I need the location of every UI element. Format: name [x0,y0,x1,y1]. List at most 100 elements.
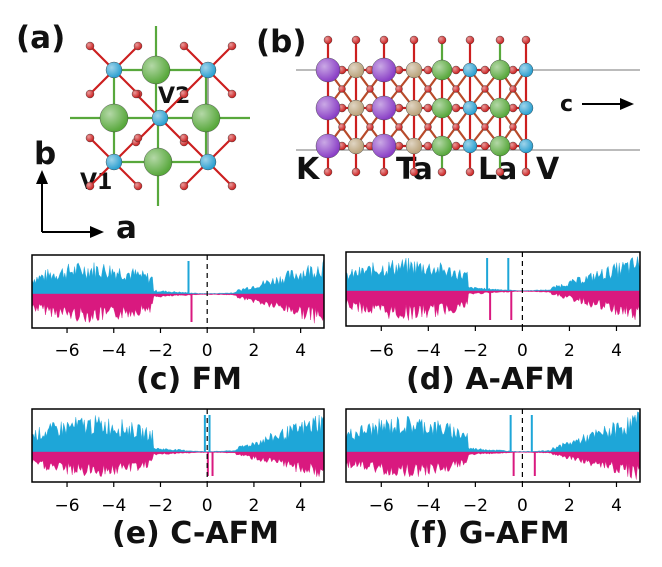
v-atom [462,100,478,116]
oxygen-atom [452,85,460,93]
spin-up-dos [31,414,325,453]
la-atom [141,55,171,85]
oxygen-atom [451,65,461,75]
oxygen-atom [437,35,447,45]
la-atom [431,59,453,81]
x-tick-label: 0 [517,341,528,361]
oxygen-atom [423,141,433,151]
oxygen-atom [227,133,237,143]
oxygen-atom [395,85,403,93]
oxygen-atom [85,41,95,51]
oxygen-atom [508,103,518,113]
oxygen-atom [465,167,475,177]
ta-atom [405,137,423,155]
oxygen-atom [495,167,505,177]
oxygen-atom [379,167,389,177]
oxygen-atom [437,167,447,177]
oxygen-atom [85,181,95,191]
oxygen-atom [424,123,432,131]
caption-g-afm: (f) G-AFM [408,516,570,551]
element-label-v: V [536,152,560,187]
oxygen-atom [509,85,517,93]
oxygen-atom [394,65,404,75]
plot-frame [31,408,325,483]
oxygen-atom [85,133,95,143]
v-atom [151,109,169,127]
x-tick-label: 2 [564,496,575,516]
x-tick-label: −6 [369,341,394,361]
x-tick-label: −6 [369,496,394,516]
oxygen-atom [366,85,374,93]
la-atom [99,103,129,133]
oxygen-atom [452,123,460,131]
x-tick-label: 0 [202,341,213,361]
oxygen-atom [521,167,531,177]
oxygen-atom [323,167,333,177]
spin-down-dos [31,293,325,324]
oxygen-atom [131,89,141,99]
x-tick-label: −4 [416,341,441,361]
oxygen-atom [351,35,361,45]
x-tick-label: −4 [416,496,441,516]
la-atom [191,103,221,133]
oxygen-atom [481,85,489,93]
x-tick-label: −4 [101,341,126,361]
oxygen-atom [366,123,374,131]
oxygen-atom [423,103,433,113]
x-tick-label: 0 [202,496,213,516]
oxygen-atom [409,35,419,45]
v-atom [518,62,534,78]
oxygen-atom [424,85,432,93]
v-atom [462,138,478,154]
k-atom [315,57,341,83]
oxygen-atom [508,65,518,75]
axis-b-label: b [34,136,57,172]
oxygen-atom [179,181,189,191]
oxygen-atom [394,103,404,113]
oxygen-atom [227,89,237,99]
oxygen-atom [379,35,389,45]
la-atom [431,97,453,119]
k-atom [315,95,341,121]
axis-a-label: a [116,210,137,246]
structure-side-view [296,35,640,177]
oxygen-atom [179,41,189,51]
la-atom [143,147,173,177]
x-tick-label: 0 [517,496,528,516]
oxygen-atom [465,35,475,45]
spin-down-dos [31,451,325,477]
oxygen-atom [394,141,404,151]
x-tick-label: 2 [249,341,260,361]
k-atom [371,95,397,121]
oxygen-atom [409,167,419,177]
x-tick-label: 4 [611,496,622,516]
oxygen-atom [509,123,517,131]
x-tick-label: −6 [55,341,80,361]
oxygen-atom [495,35,505,45]
panel-a-label: (a) [16,20,66,56]
axis-arrows [36,170,104,238]
ta-atom [405,61,423,79]
x-tick-label: 2 [564,341,575,361]
oxygen-atom [423,65,433,75]
spin-up-dos [31,257,325,295]
oxygen-atom [85,89,95,99]
site-label-v1: V1 [80,170,113,195]
la-atom [489,59,511,81]
oxygen-atom [481,123,489,131]
x-tick-label: −6 [55,496,80,516]
spin-up-dos [345,411,641,453]
panel-b-label: (b) [256,24,307,60]
x-tick-label: −2 [148,341,173,361]
ta-atom [405,99,423,117]
structure-top-view [70,26,250,206]
oxygen-atom [179,133,189,143]
v-atom [518,100,534,116]
la-atom [489,135,511,157]
v-atom [199,153,217,171]
